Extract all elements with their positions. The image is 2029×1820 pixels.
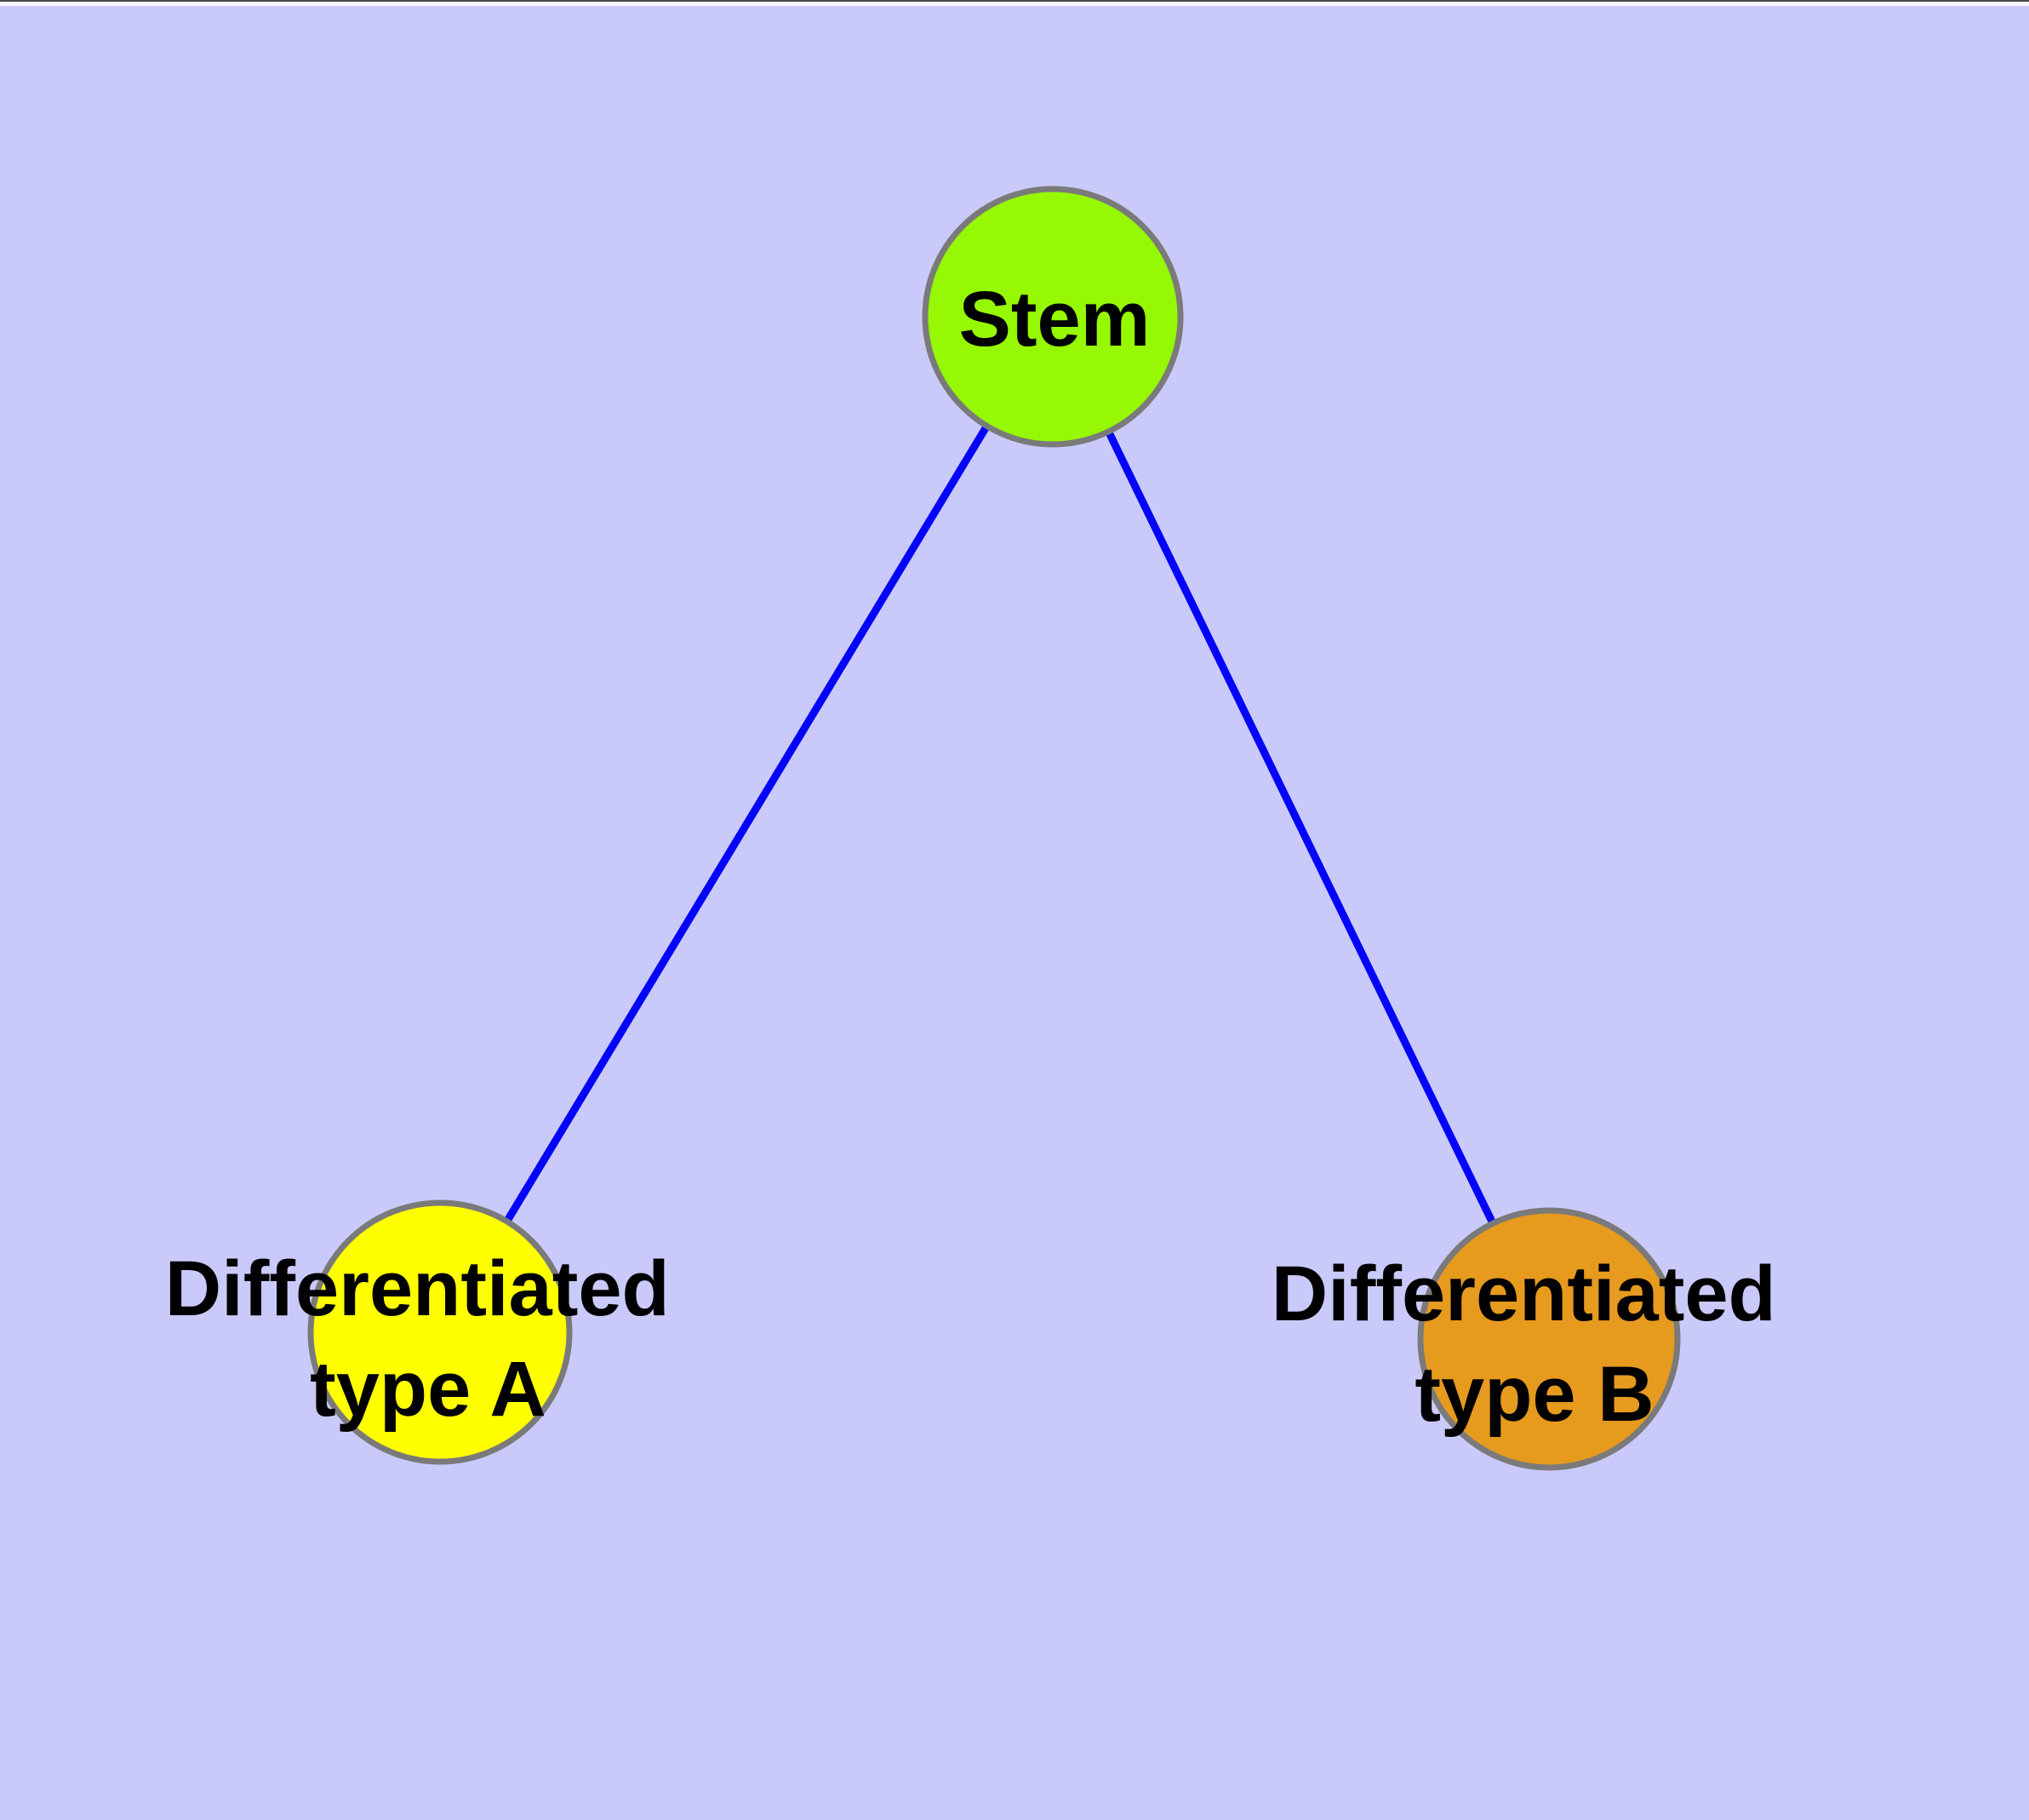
type-b-node-label-line2: type B: [1415, 1351, 1654, 1438]
stem-node-label-line1: Stem: [959, 276, 1151, 363]
type-a-node-circle: [307, 1199, 573, 1465]
type-a-node-label-line2: type A: [310, 1346, 546, 1433]
type-a-node-label-line1: Differentiated: [165, 1245, 670, 1332]
type-a-node-label: Differentiated type A: [165, 1245, 692, 1433]
stem-node-circle: [922, 186, 1184, 448]
type-b-node-label-line1: Differentiated: [1272, 1251, 1776, 1337]
type-b-node-circle: [1417, 1207, 1681, 1471]
top-edge-artifact: [0, 0, 2029, 6]
node-stem: Stem: [922, 186, 1184, 448]
edge-stem-to-type-a: [437, 314, 1056, 1335]
edge-stem-to-type-b: [1049, 315, 1553, 1341]
node-differentiated-type-b: Differentiated type B: [1272, 1207, 1798, 1471]
stem-node-label: Stem: [959, 276, 1151, 363]
type-b-node-label: Differentiated type B: [1272, 1251, 1798, 1438]
node-differentiated-type-a: Differentiated type A: [165, 1199, 692, 1465]
